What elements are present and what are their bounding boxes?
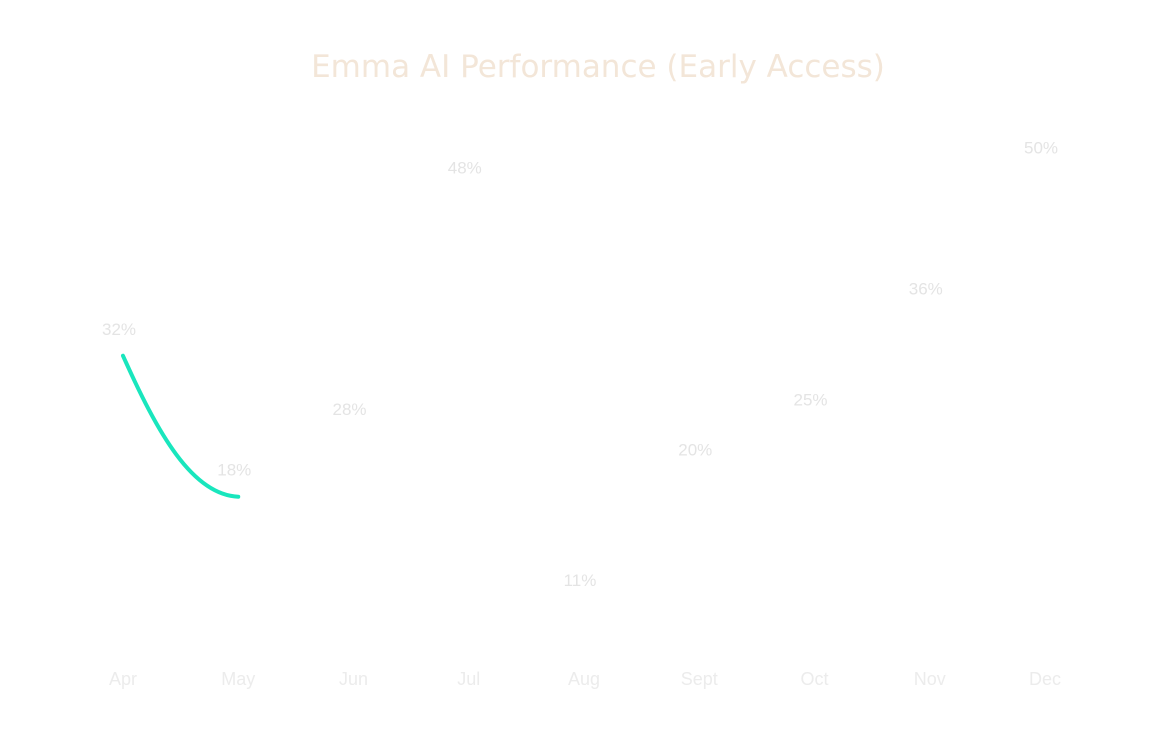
chart-title: Emma AI Performance (Early Access) (311, 49, 885, 85)
data-label: 36% (909, 279, 943, 298)
series-line (121, 353, 241, 499)
x-tick-label: Apr (109, 669, 137, 689)
data-label: 11% (564, 571, 597, 590)
data-label: 32% (102, 320, 136, 339)
data-labels: 32% 18% 28% 48% 11% 20% 25% 36% 50% (102, 139, 1058, 591)
x-axis: Apr May Jun Jul Aug Sept Oct Nov Dec (109, 669, 1061, 689)
series-layer (121, 353, 241, 499)
x-tick-label: Oct (800, 669, 828, 689)
data-label: 20% (678, 441, 712, 460)
x-tick-label: Nov (914, 669, 946, 689)
x-tick-label: Jul (457, 669, 480, 689)
data-label: 50% (1024, 139, 1058, 158)
data-label: 28% (332, 400, 366, 419)
x-tick-label: Jun (339, 669, 368, 689)
x-tick-label: May (221, 669, 255, 689)
data-label: 25% (793, 390, 827, 409)
x-tick-label: Aug (568, 669, 600, 689)
x-tick-label: Dec (1029, 669, 1061, 689)
data-label: 48% (448, 159, 482, 178)
data-label: 18% (217, 461, 251, 480)
x-tick-label: Sept (681, 669, 718, 689)
